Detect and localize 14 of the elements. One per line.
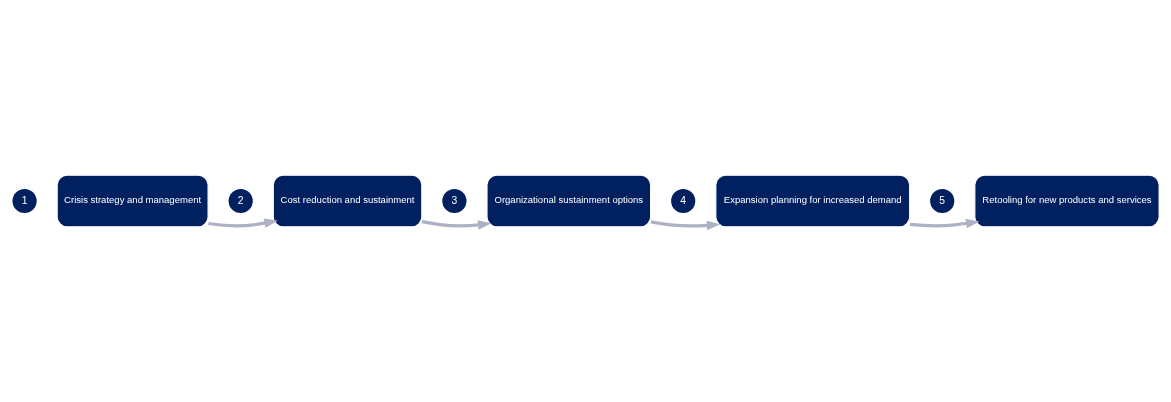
node-box: Organizational sustainment options <box>486 174 652 228</box>
node-circle: 2 <box>227 187 254 215</box>
node-box: Cost reduction and sustainment <box>272 174 423 228</box>
node-box: Retooling for new products and services <box>974 174 1160 228</box>
node-circle: 5 <box>928 187 956 215</box>
node-box: Crisis strategy and management <box>56 174 209 228</box>
node-circle: 1 <box>11 187 38 215</box>
arrow <box>421 220 492 230</box>
arrow <box>650 220 721 230</box>
node-box: Expansion planning for increased demand <box>715 174 911 228</box>
node-circle: 4 <box>669 187 697 215</box>
node-circle: 3 <box>441 187 468 215</box>
arrow <box>909 218 980 229</box>
arrow <box>208 218 278 228</box>
